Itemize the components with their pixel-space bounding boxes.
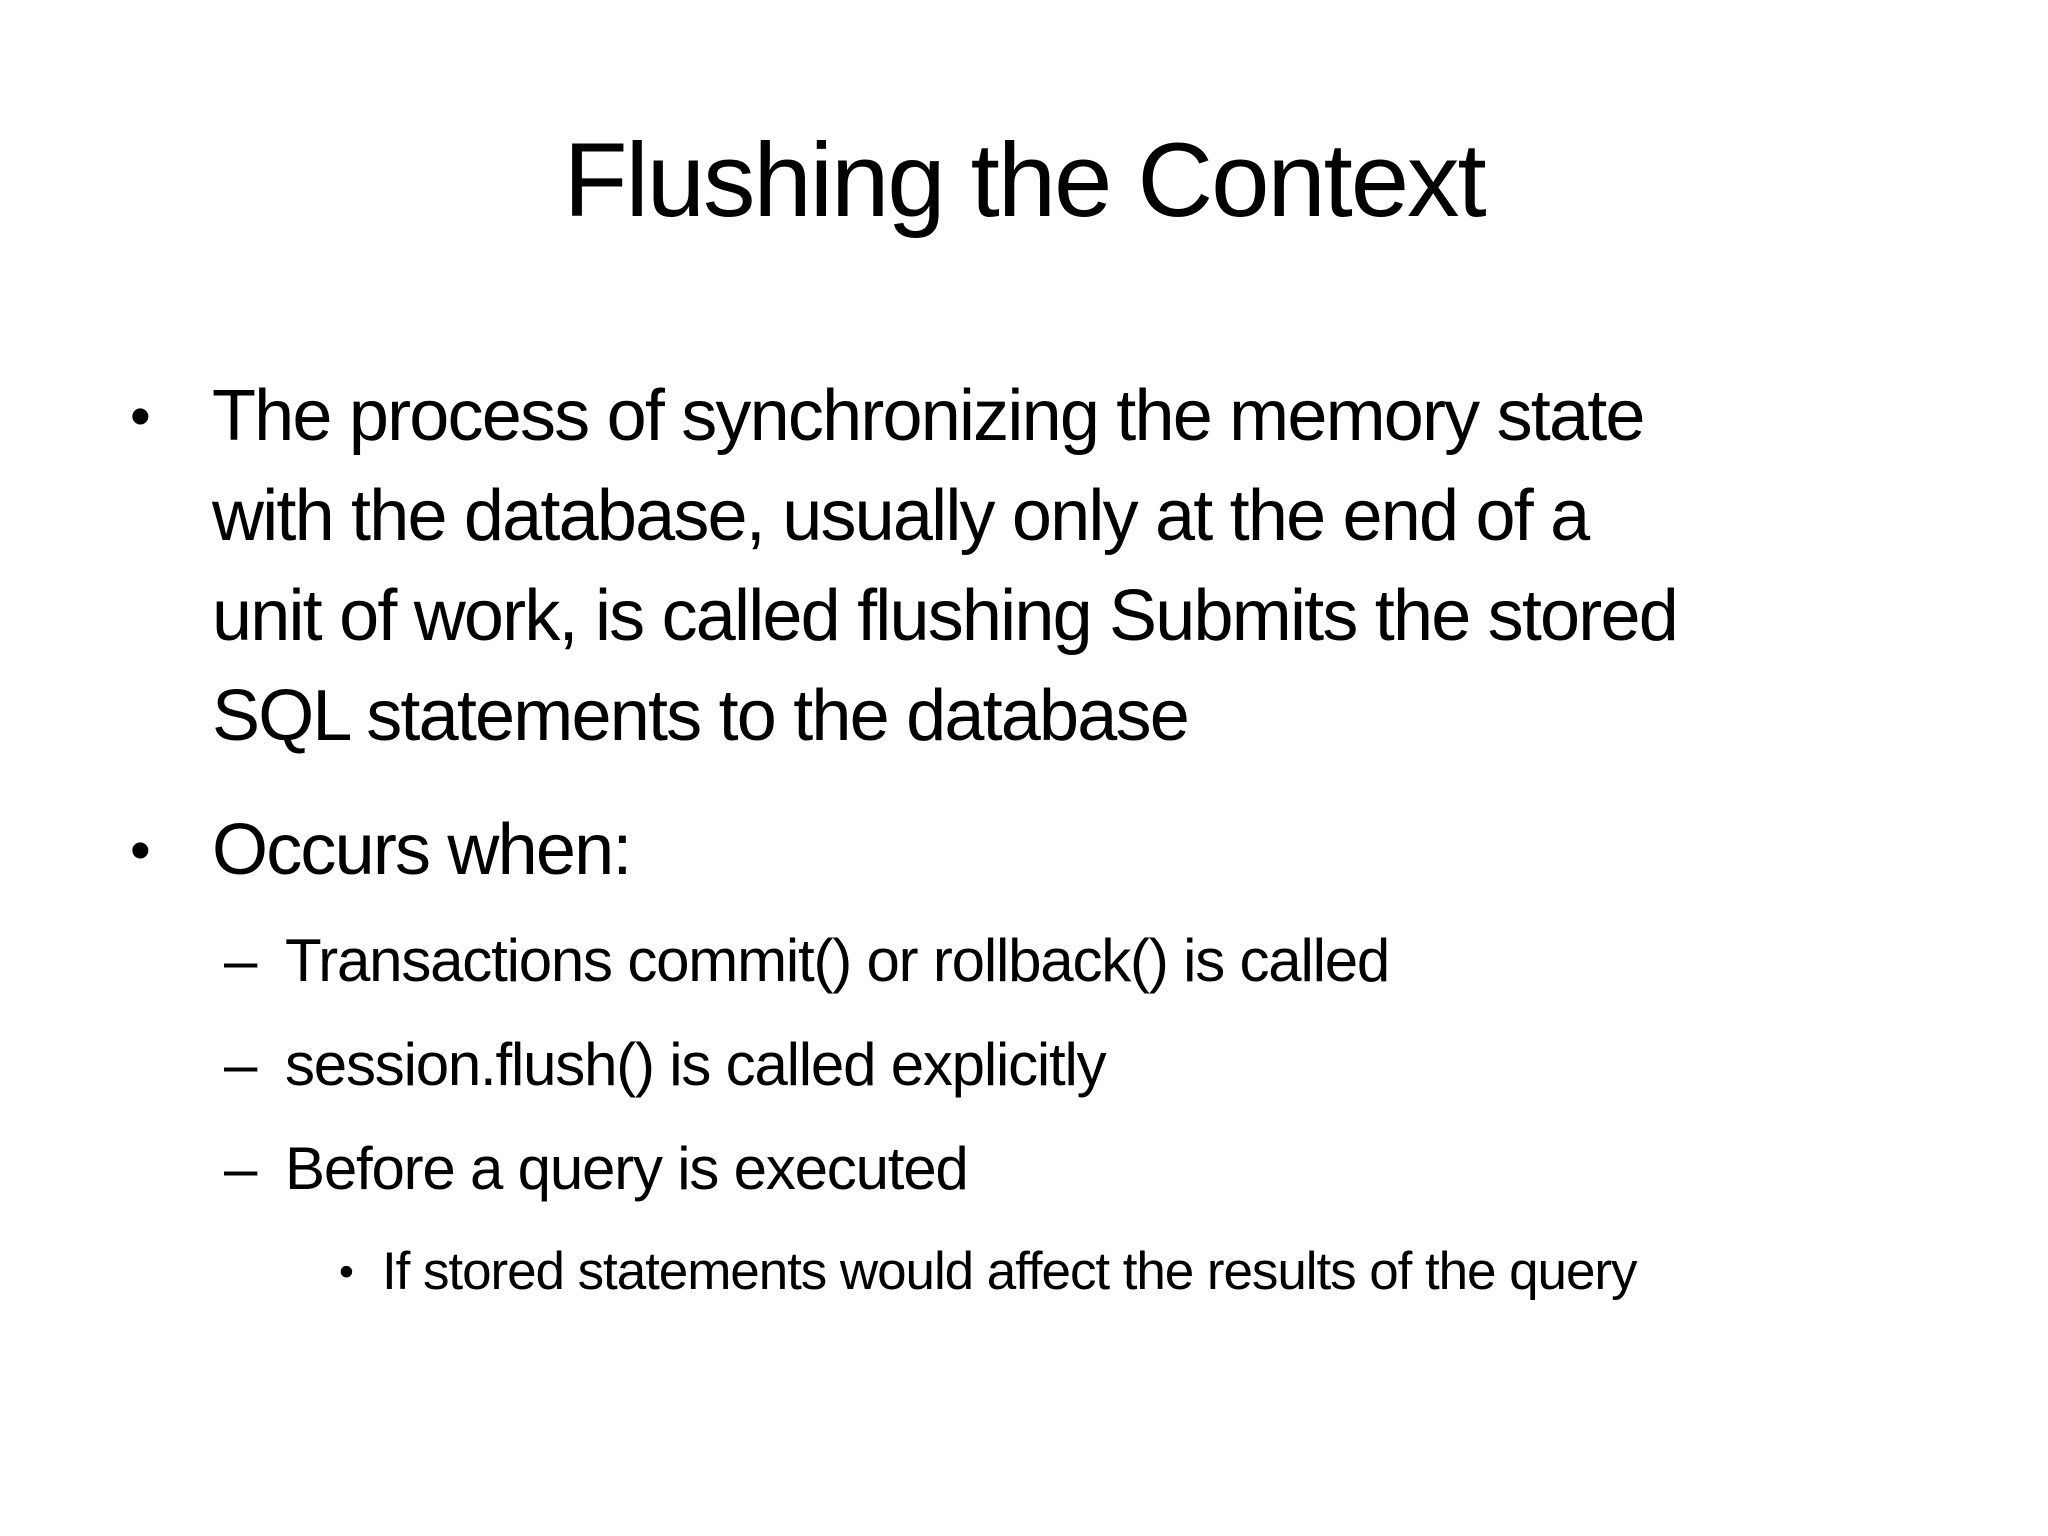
bullet-dot-marker: • [339, 1248, 354, 1295]
bullet-dash-marker: – [224, 1135, 257, 1202]
bullet-item-level2: – Transactions commit() or rollback() is… [0, 919, 2008, 1003]
bullet-text: session.flush() is called explicitly [285, 1031, 1107, 1098]
bullet-item-level1: • The process of synchronizing the memor… [0, 366, 2008, 766]
bullet-item-level2: – Before a query is executed [0, 1127, 2008, 1211]
bullet-dash-marker: – [224, 1031, 257, 1098]
bullet-dash-marker: – [224, 927, 257, 994]
bullet-text: Before a query is executed [285, 1135, 969, 1202]
bullet-item-level2: – session.flush() is called explicitly [0, 1023, 2008, 1107]
bullet-dot-marker: • [130, 383, 151, 449]
slide-title: Flushing the Context [563, 122, 1486, 239]
bullet-text: Transactions commit() or rollback() is c… [285, 927, 1390, 994]
bullet-item-level3: • If stored statements would affect the … [0, 1235, 2008, 1309]
bullet-text: The process of synchronizing the memory … [212, 376, 1679, 756]
bullet-dot-marker: • [130, 817, 151, 883]
bullet-text: Occurs when: [212, 810, 632, 890]
bullet-text: If stored statements would affect the re… [382, 1242, 1637, 1301]
slide-body: • The process of synchronizing the memor… [0, 366, 2008, 1309]
bullet-item-level1: • Occurs when: [0, 800, 2008, 900]
